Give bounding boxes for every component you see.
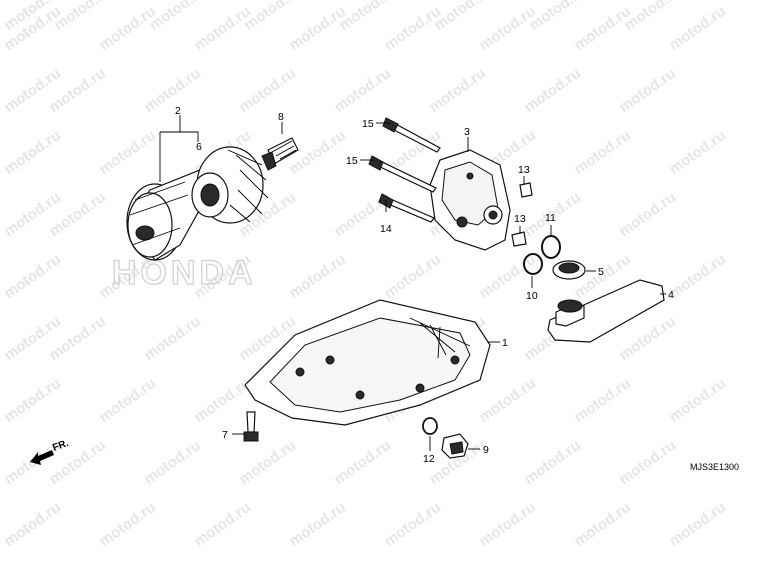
callout-6: 6 [196,141,202,153]
callout-9: 9 [483,444,489,456]
callout-15b: 15 [346,155,358,167]
callout-14: 14 [380,223,392,235]
oil-filter-part [126,146,269,261]
front-direction-indicator: FR. [30,438,70,465]
callout-1: 1 [502,337,508,349]
callout-13a: 13 [518,164,530,176]
callout-5: 5 [598,266,604,278]
callout-4: 4 [668,289,674,301]
pan-bolt-part [243,411,259,442]
diagram-code: MJS3E1300 [690,462,739,472]
callout-labels: 1 2 3 4 5 6 7 8 9 10 11 12 13 13 14 15 1… [175,105,674,465]
dowel-pins-part [511,182,533,247]
oil-strainer-part [547,279,665,343]
callout-15a: 15 [362,118,374,130]
callout-8: 8 [278,111,284,123]
callout-3: 3 [464,126,470,138]
svg-text:FR.: FR. [51,438,70,454]
svg-text:HONDA: HONDA [112,254,257,292]
drain-bolt-part [422,417,469,459]
filter-bolt-part [261,137,299,171]
oil-pump-part [429,149,511,251]
callout-2: 2 [175,105,181,117]
oil-pan-part [244,299,491,426]
oil-seal-part [552,260,586,280]
callout-10: 10 [526,290,538,302]
callout-11: 11 [545,212,556,224]
pump-bolts-part [368,117,441,223]
callout-13b: 13 [514,213,526,225]
leader-lines [159,115,666,451]
honda-logo: HONDA [111,253,257,292]
callout-12: 12 [423,453,435,465]
callout-7: 7 [222,429,228,441]
